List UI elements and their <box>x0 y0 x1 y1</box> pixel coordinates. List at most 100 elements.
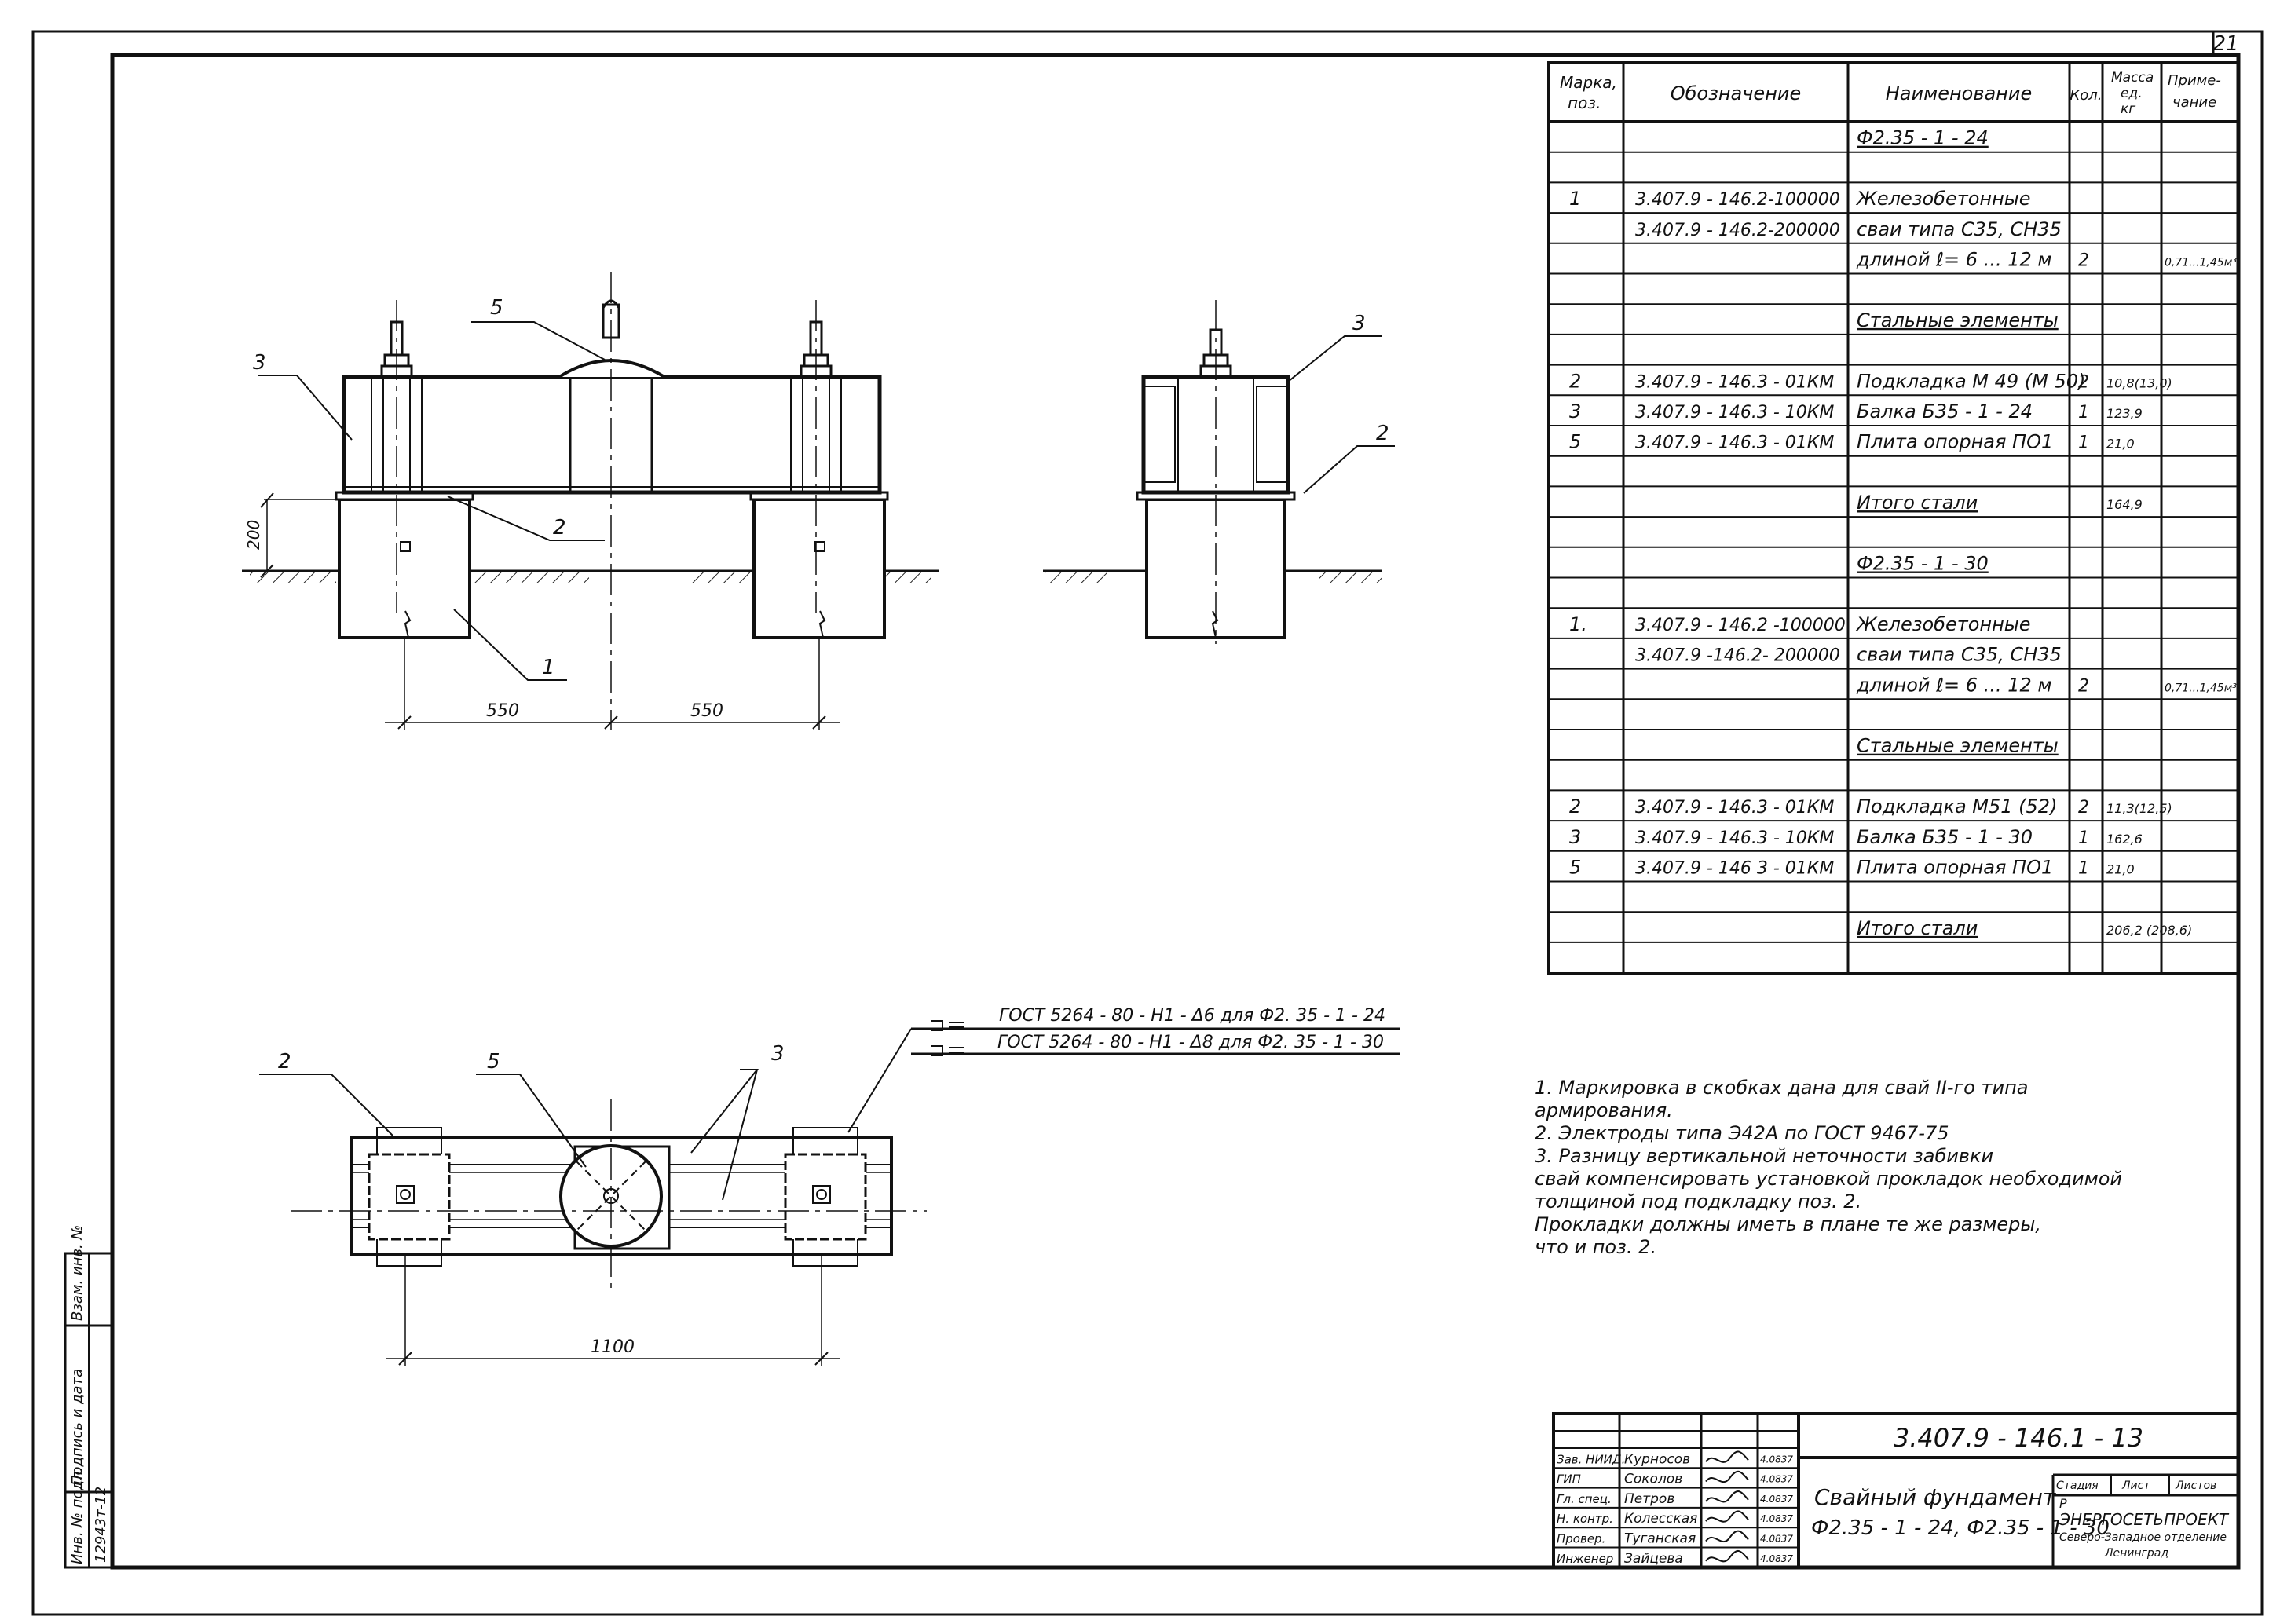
title-block-labels: 3.407.9 - 146.1 - 13 Свайный фундамент Ф… <box>1811 1423 2230 1560</box>
front-elevation-view <box>242 272 939 730</box>
table-cell-note: 0,71...1,45м³ <box>2165 257 2237 269</box>
staff-name: Петров <box>1624 1491 1674 1507</box>
table-cell-qty: 1 <box>2078 403 2089 422</box>
table-cell-mark: 3 <box>1569 401 1581 422</box>
table-cell-name: Плита опорная ПО1 <box>1857 431 2053 453</box>
table-cell-mark: 2 <box>1569 796 1581 817</box>
table-cell-name: Стальные элементы <box>1857 309 2059 331</box>
side-callout-2: 2 <box>1376 422 1389 445</box>
stamp-vzam: Взам. инв. № <box>69 1225 86 1321</box>
table-cell-name: Ф2.35 - 1 - 24 <box>1857 127 1989 149</box>
table-cell-qty: 2 <box>2078 676 2089 696</box>
table-cell-name: Балка Б35 - 1 - 30 <box>1857 826 2033 848</box>
table-cell-mass: 206,2 (208,6) <box>2106 923 2192 938</box>
table-cell-name: Подкладка М 49 (М 50) <box>1857 370 2085 392</box>
table-cell-note: 0,71...1,45м³ <box>2165 682 2237 694</box>
note-line: 2. Электроды типа Э42А по ГОСТ 9467-75 <box>1535 1122 1949 1144</box>
table-cell-mark: 1 <box>1569 188 1581 210</box>
table-cell-qty: 1 <box>2078 433 2089 453</box>
table-cell-qty: 1 <box>2078 828 2089 848</box>
table-cell-mass: 11,3(12,5) <box>2106 801 2172 816</box>
general-notes: 1. Маркировка в скобках дана для свай II… <box>1535 1077 2122 1258</box>
org-line3: Ленинград <box>2104 1547 2168 1560</box>
table-cell-designation: 3.407.9 - 146.3 - 10КМ <box>1635 403 1834 422</box>
staff-role: Зав. НИИД. <box>1557 1452 1625 1466</box>
front-callout-1: 1 <box>542 656 555 679</box>
staff-role: Н. контр. <box>1557 1512 1613 1526</box>
front-callout-3: 3 <box>253 351 266 375</box>
note-line: армирования. <box>1535 1099 1673 1121</box>
table-cell-designation: 3.407.9 - 146 3 - 01КМ <box>1635 859 1834 879</box>
table-cell-name: сваи типа С35, СН35 <box>1857 644 2062 666</box>
stamp-inv-podl: Инв. № подл. <box>69 1467 86 1564</box>
staff-role: Провер. <box>1557 1532 1605 1546</box>
plan-callout-5: 5 <box>487 1050 500 1074</box>
note-line: 1. Маркировка в скобках дана для свай II… <box>1535 1077 2028 1099</box>
sheet-number: 21 <box>2212 32 2238 56</box>
drawing-title-line1: Свайный фундамент <box>1814 1484 2056 1510</box>
table-cell-designation: 3.407.9 - 146.3 - 01КМ <box>1635 798 1834 817</box>
table-cell-mark: 5 <box>1569 431 1581 453</box>
table-cell-mark: 1. <box>1569 613 1587 635</box>
table-cell-name: длиной ℓ= 6 ... 12 м <box>1856 249 2051 271</box>
table-cell-mass: 123,9 <box>2106 406 2143 421</box>
signature-scribble <box>1705 1450 1749 1463</box>
outer-frame <box>31 30 2264 1616</box>
table-cell-qty: 2 <box>2078 372 2089 392</box>
specification-table: Марка,поз. Обозначение Наименование Кол.… <box>1547 61 2240 975</box>
plan-view <box>259 1020 1400 1366</box>
signature-scribble <box>1705 1510 1749 1523</box>
header-name: Наименование <box>1886 82 2033 104</box>
table-cell-name: Железобетонные <box>1855 613 2031 635</box>
staff-role: ГИП <box>1557 1472 1581 1487</box>
header-qty: Кол. <box>2070 87 2102 104</box>
side-elevation-view <box>1043 300 1395 644</box>
table-cell-mark: 5 <box>1569 857 1581 879</box>
note-line: что и поз. 2. <box>1535 1236 1656 1258</box>
header-note: Приме-чание <box>2168 72 2221 111</box>
plan-callout-3: 3 <box>771 1042 785 1066</box>
weld-note-1: ГОСТ 5264 - 80 - Н1 - Δ6 для Ф2. 35 - 1 … <box>999 1006 1385 1026</box>
table-cell-name: Итого стали <box>1857 492 1978 514</box>
staff-name: Туганская <box>1624 1531 1696 1547</box>
front-callout-2: 2 <box>553 516 566 540</box>
table-cell-designation: 3.407.9 - 146.2-100000 <box>1635 190 1840 210</box>
table-cell-designation: 3.407.9 - 146.2 -100000 <box>1635 616 1846 635</box>
title-block <box>1552 1412 2240 1569</box>
dim-200: 200 <box>244 520 263 550</box>
table-cell-qty: 2 <box>2078 251 2089 271</box>
drawing-title-line2: Ф2.35 - 1 - 24, Ф2.35 - 1 - 30 <box>1811 1516 2110 1540</box>
label-sheets: Листов <box>2175 1480 2216 1492</box>
staff-date: 4.0837 <box>1760 1454 1793 1465</box>
table-cell-qty: 1 <box>2078 859 2089 879</box>
staff-date: 4.0837 <box>1760 1553 1793 1564</box>
dim-550-right: 550 <box>690 701 723 721</box>
table-cell-name: Подкладка М51 (52) <box>1857 796 2057 817</box>
stamp-podpis: Подпись и дата <box>69 1369 86 1486</box>
table-cell-mass: 21,0 <box>2106 862 2135 877</box>
front-callout-5: 5 <box>490 296 503 320</box>
header-mark: Марка,поз. <box>1560 73 1617 112</box>
table-cell-name: длиной ℓ= 6 ... 12 м <box>1856 674 2051 696</box>
stamp-inv-number: 12943т-12 <box>93 1487 109 1563</box>
table-cell-designation: 3.407.9 - 146.2-200000 <box>1635 221 1840 240</box>
label-sheet: Лист <box>2121 1480 2150 1492</box>
staff-date: 4.0837 <box>1760 1513 1793 1524</box>
staff-name: Зайцева <box>1624 1551 1683 1567</box>
table-cell-name: Балка Б35 - 1 - 24 <box>1857 401 2033 422</box>
staff-date: 4.0837 <box>1760 1494 1793 1505</box>
table-cell-mark: 3 <box>1569 826 1581 848</box>
table-cell-mass: 10,8(13,0) <box>2106 375 2172 390</box>
table-cell-mass: 162,6 <box>2106 832 2143 847</box>
table-cell-mass: 164,9 <box>2106 497 2143 512</box>
stage-value: Р <box>2059 1496 2067 1511</box>
side-callout-3: 3 <box>1352 312 1366 335</box>
side-stamp-labels: Взам. инв. № Подпись и дата Инв. № подл.… <box>69 1225 109 1564</box>
staff-name: Курносов <box>1624 1451 1690 1467</box>
note-line: 3. Разницу вертикальной неточности забив… <box>1535 1145 1993 1167</box>
dim-1100: 1100 <box>591 1337 635 1357</box>
side-stamp <box>64 1252 114 1569</box>
table-cell-designation: 3.407.9 - 146.3 - 01КМ <box>1635 433 1834 453</box>
